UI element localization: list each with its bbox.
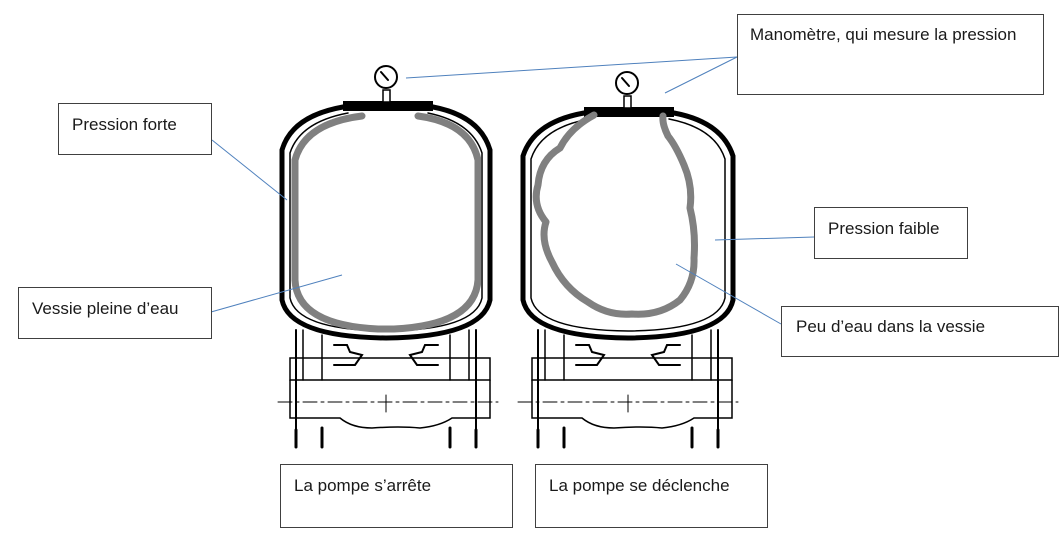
manometer-label: Manomètre, qui mesure la pression: [737, 14, 1044, 95]
left-top-flange: [343, 101, 433, 111]
left-tank-shell: [279, 104, 493, 341]
right-bladder: [532, 111, 698, 318]
leader-manometer-right: [664, 56, 738, 94]
left-bladder: [291, 112, 482, 333]
pump-stops-label: La pompe s’arrête: [280, 464, 513, 528]
high-pressure-label: Pression forte: [58, 103, 212, 155]
leader-lines: [210, 56, 815, 325]
right-tank: [517, 71, 739, 449]
right-tank-shell: [520, 110, 736, 341]
leader-bladder-low: [675, 263, 782, 325]
leader-manometer-left: [405, 56, 738, 79]
leader-bladder-full: [210, 274, 343, 313]
left-tank-inner-shell: [289, 112, 483, 332]
right-tank-inner-shell: [530, 118, 726, 332]
left-tank: [277, 65, 499, 449]
low-pressure-label: Pression faible: [814, 207, 968, 259]
bladder-low-label: Peu d’eau dans la vessie: [781, 306, 1059, 357]
right-gauge-stem: [623, 95, 632, 109]
pump-starts-label: La pompe se déclenche: [535, 464, 768, 528]
left-gauge-stem: [382, 89, 391, 103]
leader-low-pressure: [714, 236, 815, 241]
bladder-full-label: Vessie pleine d’eau: [18, 287, 212, 339]
right-top-flange: [584, 107, 674, 117]
leader-high-pressure: [211, 139, 288, 201]
